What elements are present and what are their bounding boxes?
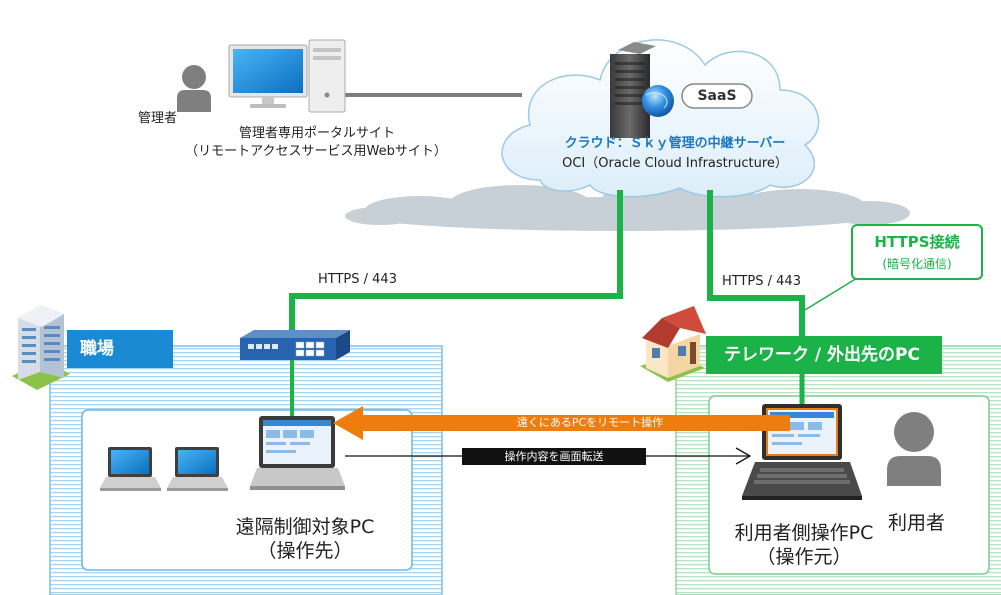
house-icon — [640, 306, 706, 382]
left-https-label: HTTPS / 443 — [318, 272, 397, 287]
target-laptop-icon — [250, 416, 345, 490]
office-banner-label: 職場 — [80, 339, 114, 359]
cloud-title: クラウド：Ｓｋｙ管理の中継サーバー — [564, 136, 786, 151]
user-person-icon — [887, 412, 941, 486]
user-label: 利用者 — [888, 512, 946, 534]
https-callout-subtitle: (暗号化通信) — [882, 257, 952, 271]
admin-person-icon — [177, 65, 211, 112]
laptop-small-2-icon — [167, 447, 228, 491]
office-banner-bg — [67, 330, 173, 368]
callout-connector — [804, 274, 863, 311]
globe-icon — [642, 85, 674, 117]
router-icon — [240, 330, 350, 360]
remote-control-arrow — [333, 406, 790, 440]
portal-label-line1: 管理者専用ポータルサイト — [238, 126, 395, 141]
https-callout-box — [851, 224, 983, 280]
desktop-pc-icon — [228, 39, 346, 113]
user-pc-label-line2: （操作元） — [756, 546, 852, 568]
target-pc-label-line1: 遠隔制御対象PC — [235, 516, 375, 538]
office-zone — [49, 345, 443, 595]
cloud-subtitle: OCI（Oracle Cloud Infrastructure） — [562, 156, 788, 171]
right-https-label: HTTPS / 443 — [722, 274, 801, 289]
remote-banner-bg — [706, 336, 942, 374]
user-pc-label-line1: 利用者側操作PC — [734, 522, 874, 544]
main-cloud — [501, 39, 820, 198]
screen-transfer-arrow — [345, 447, 752, 465]
target-pc-label-line2: （操作先） — [257, 540, 353, 562]
https-callout-title: HTTPS接続 — [874, 233, 960, 251]
building-icon — [12, 305, 70, 390]
laptop-small-1-icon — [100, 447, 161, 491]
orange-arrow-label: 遠くにあるPCをリモート操作 — [516, 416, 664, 429]
remote-banner-label: テレワーク / 外出先のPC — [724, 345, 920, 365]
green-links — [289, 190, 805, 420]
admin-label: 管理者 — [138, 111, 178, 126]
portal-label-line2: （リモートアクセスサービス用Webサイト） — [185, 144, 447, 159]
saas-pill — [681, 83, 753, 109]
saas-badge: SaaS — [697, 88, 737, 104]
black-arrow-label: 操作内容を画面転送 — [504, 450, 604, 463]
